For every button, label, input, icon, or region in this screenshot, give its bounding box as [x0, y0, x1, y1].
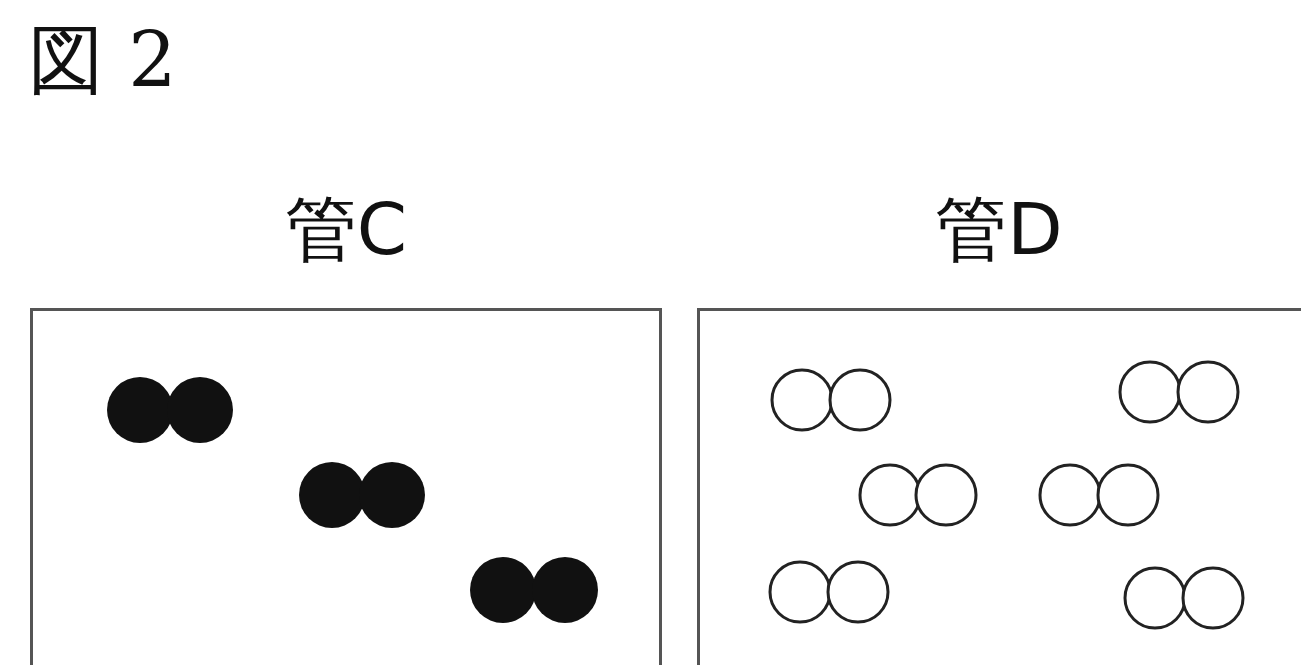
white-molecules	[770, 362, 1243, 628]
tube-frame	[697, 308, 1301, 665]
tube-box: 管D	[697, 190, 1301, 665]
tube-box: 管C	[30, 190, 662, 665]
black-molecules	[107, 377, 598, 623]
figure-title: 図 2	[28, 18, 177, 102]
tube-label: 管D	[697, 190, 1301, 269]
tube-frame	[30, 308, 662, 665]
tube-label: 管C	[30, 190, 662, 269]
